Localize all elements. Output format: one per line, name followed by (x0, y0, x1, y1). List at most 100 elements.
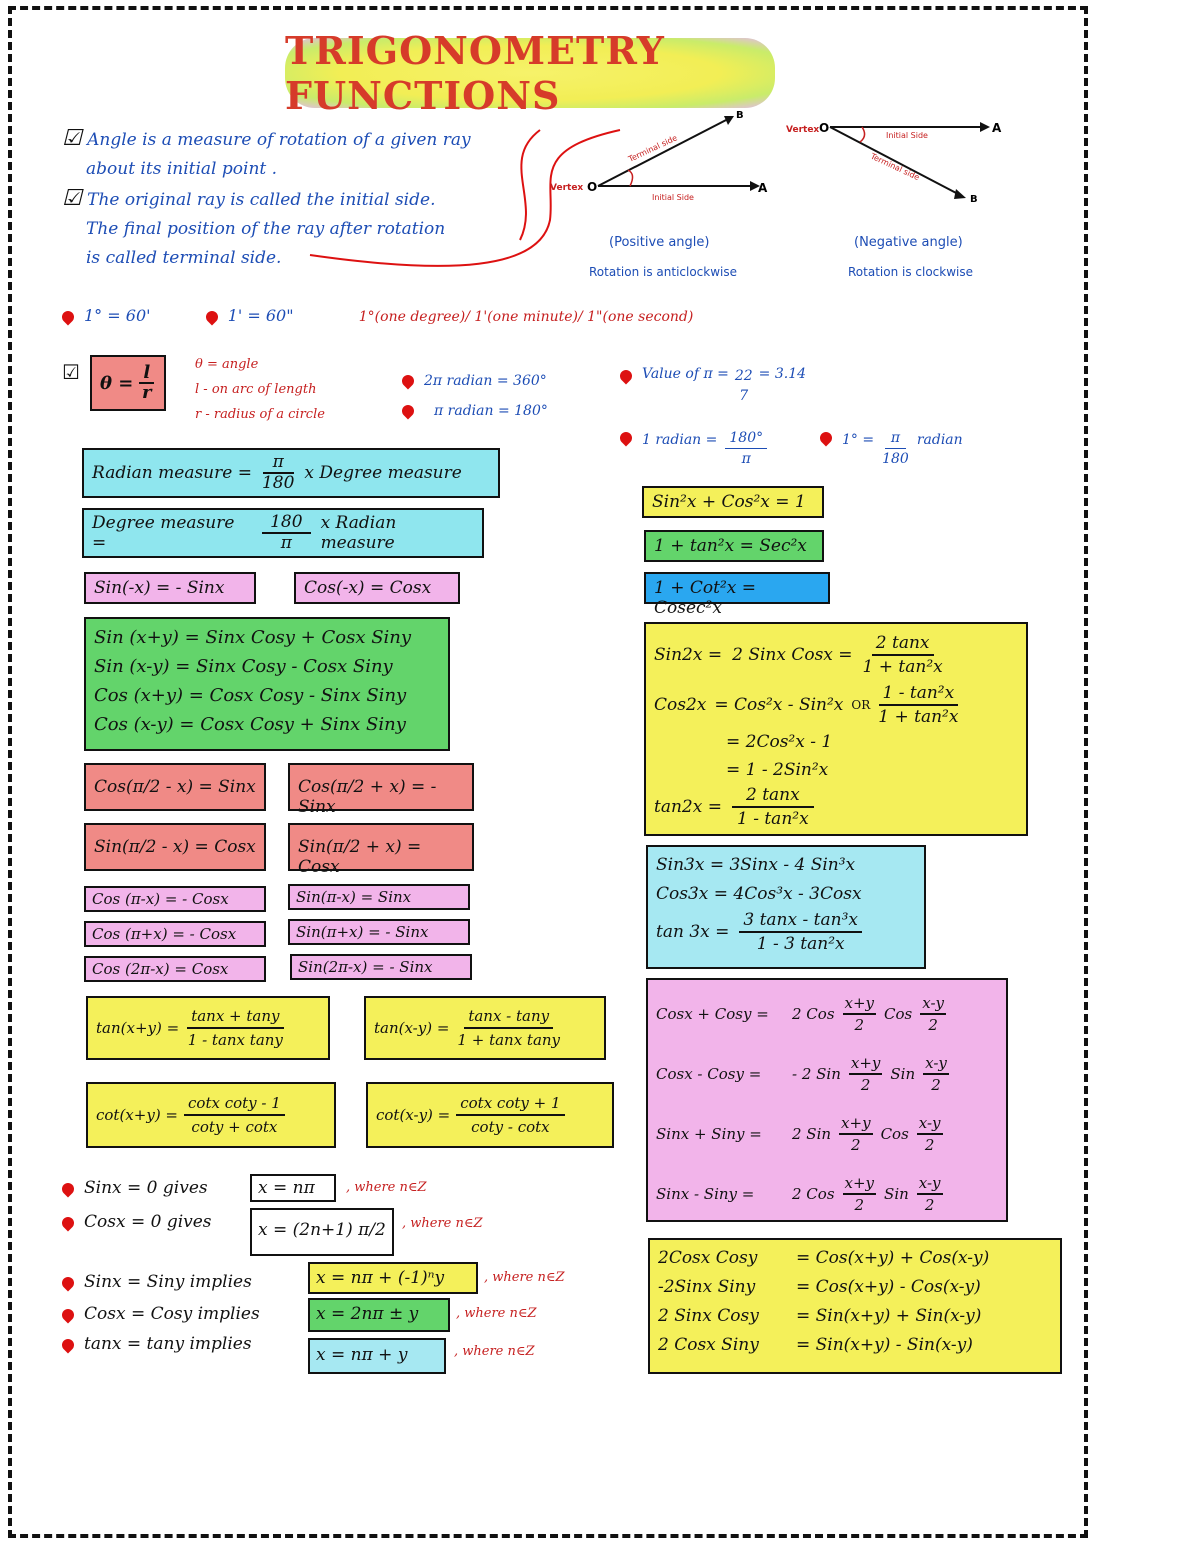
general-4-lhs: Cosx = Cosy implies (84, 1304, 260, 1324)
cot-diff-box: cot(x-y) = cotx coty + 1 coty - cotx (366, 1082, 614, 1148)
intro-line-2: about its initial point . (86, 159, 278, 179)
cos-pi-plus-box: Cos (π+x) = - Cosx (84, 921, 266, 947)
pi-fraction-den: 7 (739, 388, 749, 404)
point-o-label: O (819, 121, 829, 135)
sin2x-lhs: Sin2x = (654, 645, 723, 665)
sum-to-product-row: Cosx + Cosy = 2 Cos x+y 2 Cos x-y 2 (656, 984, 998, 1044)
tan-diff-box: tan(x-y) = tanx - tany 1 + tanx tany (364, 996, 606, 1060)
sin-sum-formula: Sin (x+y) = Sinx Cosy + Cosx Siny (94, 627, 412, 648)
pin-icon (59, 1306, 77, 1323)
stp-func-1: - 2 Sin (792, 1065, 841, 1083)
cos2x-lhs: Cos2x (654, 695, 707, 715)
sum-difference-box: Sin (x+y) = Sinx Cosy + Cosx Siny Sin (x… (84, 617, 450, 751)
arrow-head-icon (724, 116, 734, 125)
general-solution-5: tanx = tany implies (59, 1334, 252, 1354)
stp-num-2: x-y (916, 1113, 943, 1135)
stp-func-1: 2 Cos (792, 1005, 835, 1023)
pin-icon (817, 429, 835, 447)
initial-side-label: Initial Side (886, 131, 928, 140)
pointer-curve-initial (519, 129, 541, 241)
one-degree-lhs: 1° = (842, 432, 875, 448)
stp-den-2: 2 (928, 1016, 938, 1034)
two-pi-radian: 2π radian = 360° (424, 373, 547, 389)
pts-row: -2Sinx Siny= Cos(x+y) - Cos(x-y) (658, 1273, 1052, 1302)
cos-diff-formula: Cos (x-y) = Cosx Cosy + Sinx Siny (94, 714, 406, 735)
cos3x-formula: Cos3x = 4Cos³x - 3Cosx (656, 884, 862, 904)
theta-denominator: r (142, 382, 152, 403)
general-3-lhs: Sinx = Siny implies (84, 1272, 252, 1292)
intro-line-4: The final position of the ray after rota… (86, 219, 446, 239)
point-b-label: B (736, 110, 744, 121)
stp-num-2: x-y (923, 1053, 949, 1075)
sin2x-num: 2 tanx (871, 632, 934, 656)
degree-measure-lhs: Degree measure = (92, 513, 235, 553)
tan2x-row: tan2x = 2 tanx 1 - tan²x (654, 784, 1018, 830)
point-a-label: A (992, 121, 1002, 135)
radian-measure-box: Radian measure = π 180 x Degree measure (82, 448, 500, 498)
pythag-sin-cos-box: Sin²x + Cos²x = 1 (642, 486, 824, 518)
terminal-side-ray (597, 117, 731, 187)
pin-icon (399, 402, 417, 420)
cot-sum-box: cot(x+y) = cotx coty - 1 coty + cotx (86, 1082, 336, 1148)
stp-fraction-2: x-y 2 (916, 1113, 943, 1155)
degree-fraction-den: π (280, 533, 292, 553)
stp-num-2: x-y (916, 1173, 943, 1195)
degree-fraction: 180 π (262, 513, 311, 553)
stp-func-2: Cos (880, 1125, 909, 1143)
tan-sum-box: tan(x+y) = tanx + tany 1 - tanx tany (86, 996, 330, 1060)
theta-def-arc: l - on arc of length (195, 382, 317, 397)
tan3x-fraction: 3 tanx - tan³x 1 - 3 tan²x (739, 909, 862, 955)
one-radian-den: π (741, 451, 751, 467)
one-radian: 1 radian = 180° π (617, 428, 768, 469)
stp-den-1: 2 (851, 1136, 861, 1154)
theta-lhs: θ = (100, 372, 134, 394)
cos2x-form-2: = 2Cos²x - 1 (726, 732, 833, 752)
pin-icon (59, 308, 77, 325)
units-row: 1° = 60' 1' = 60" 1°(one degree)/ 1'(one… (59, 306, 693, 325)
general-2-lhs: Cosx = 0 gives (84, 1212, 212, 1232)
theta-definitions: θ = angle l - on arc of length r - radiu… (195, 352, 325, 427)
cos2x-row: Cos2x = Cos²x - Sin²x OR 1 - tan²x 1 + t… (654, 682, 1018, 728)
stp-fraction-1: x+y 2 (839, 1113, 873, 1155)
sin-pi2-minus-box: Sin(π/2 - x) = Cosx (84, 823, 266, 871)
cos2x-num: 1 - tan²x (878, 682, 959, 706)
degree-measure-box: Degree measure = 180 π x Radian measure (82, 508, 484, 558)
point-o-label: O (587, 180, 597, 194)
pts-rhs: = Sin(x+y) + Sin(x-y) (796, 1306, 982, 1326)
pin-icon (59, 1214, 77, 1231)
pin-icon (203, 308, 221, 325)
pi-fraction-num: 22 (734, 368, 753, 384)
sin-diff-formula: Sin (x-y) = Sinx Cosy - Cosx Siny (94, 656, 393, 677)
pin-icon (399, 372, 417, 390)
theta-numerator: l (139, 364, 155, 384)
stp-func-2: Sin (884, 1185, 909, 1203)
tan2x-lhs: tan2x = (654, 797, 722, 817)
pts-lhs: -2Sinx Siny (658, 1277, 756, 1297)
stp-den-2: 2 (924, 1196, 935, 1214)
theta-def-radius: r - radius of a circle (195, 407, 325, 422)
cot-diff-num: cotx coty + 1 (456, 1092, 565, 1116)
pts-lhs: 2 Sinx Cosy (658, 1306, 759, 1326)
title-banner: TRIGONOMETRY FUNCTIONS (285, 28, 775, 118)
check-icon: ☑ (62, 186, 82, 211)
stp-num-1: x+y (848, 1053, 883, 1075)
stp-den-1: 2 (854, 1196, 865, 1214)
tan-diff-den: 1 + tanx tany (457, 1031, 561, 1049)
one-radian-num: 180° (725, 428, 768, 449)
stp-num-1: x+y (842, 1173, 877, 1195)
tan3x-den: 1 - 3 tan²x (756, 934, 845, 954)
arrow-head-icon (954, 189, 966, 199)
stp-den-1: 2 (860, 1076, 871, 1094)
tan-diff-lhs: tan(x-y) = (374, 1019, 450, 1037)
general-2-box: x = (2n+1) π/2 (250, 1208, 394, 1256)
pin-icon (59, 1180, 77, 1197)
stp-lhs: Sinx - Siny = (656, 1185, 755, 1203)
sin-pi2-plus-box: Sin(π/2 + x) = Cosx (288, 823, 474, 877)
pin-icon (59, 1336, 77, 1353)
radian-facts: 2π radian = 360° π radian = 180° (399, 366, 548, 426)
cot-diff-den: coty - cotx (471, 1118, 550, 1136)
pts-rhs: = Cos(x+y) + Cos(x-y) (796, 1248, 990, 1268)
sin2x-den: 1 + tan²x (862, 657, 943, 677)
sin-2pi-minus-box: Sin(2π-x) = - Sinx (290, 954, 472, 980)
pi-fraction: 22 7 (735, 366, 753, 406)
